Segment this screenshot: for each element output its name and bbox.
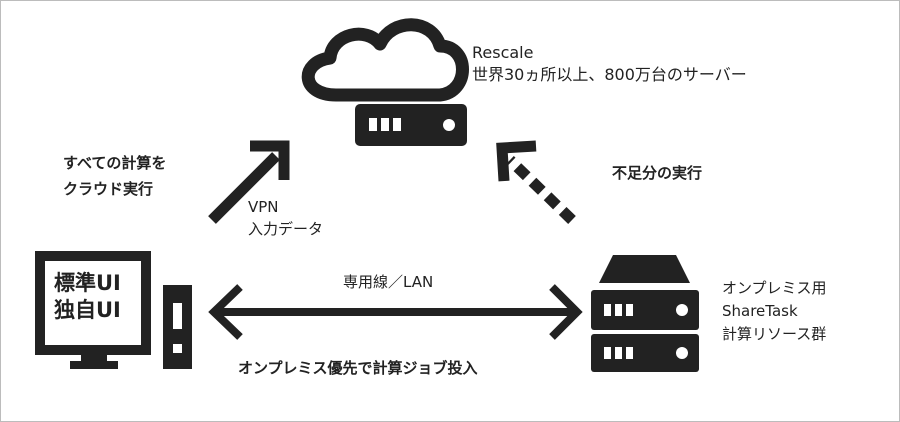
all-cloud-note-line1: すべての計算を [63, 154, 167, 172]
custom-ui-label: 独自UI [54, 298, 121, 322]
onprem-label-line2: ShareTask [722, 302, 798, 320]
vpn-arrow-icon [208, 140, 290, 224]
overflow-arrow-icon [496, 140, 576, 224]
all-cloud-note: すべての計算を クラウド実行 [63, 150, 166, 202]
cloud-title: Rescale [472, 43, 534, 62]
onprem-priority-label: オンプレミス優先で計算ジョブ投入 [238, 359, 478, 377]
cloud-caption: Rescale 世界30ヵ所以上、800万台のサーバー [472, 42, 747, 86]
link-label: 専用線／LAN [343, 273, 434, 291]
shortage-label: 不足分の実行 [612, 164, 703, 182]
all-cloud-note-line2: クラウド実行 [63, 180, 154, 198]
double-arrow-icon [208, 284, 583, 340]
monitor-screen-text: 標準UI 独自UI [54, 270, 121, 324]
cloud-server-icon [355, 104, 467, 146]
onprem-label-line3: 計算リソース群 [722, 325, 827, 343]
server-rack-icon [591, 255, 699, 372]
cloud-icon [301, 18, 469, 102]
vpn-label-line1: VPN [248, 198, 279, 216]
cloud-subtitle: 世界30ヵ所以上、800万台のサーバー [472, 65, 747, 84]
vpn-label: VPN 入力データ [248, 196, 323, 240]
onprem-label-line1: オンプレミス用 [722, 279, 827, 297]
onprem-label: オンプレミス用 ShareTask 計算リソース群 [722, 277, 827, 346]
pc-tower-icon [163, 285, 192, 369]
vpn-label-line2: 入力データ [248, 220, 324, 238]
standard-ui-label: 標準UI [54, 271, 121, 295]
monitor-icon [35, 251, 151, 369]
